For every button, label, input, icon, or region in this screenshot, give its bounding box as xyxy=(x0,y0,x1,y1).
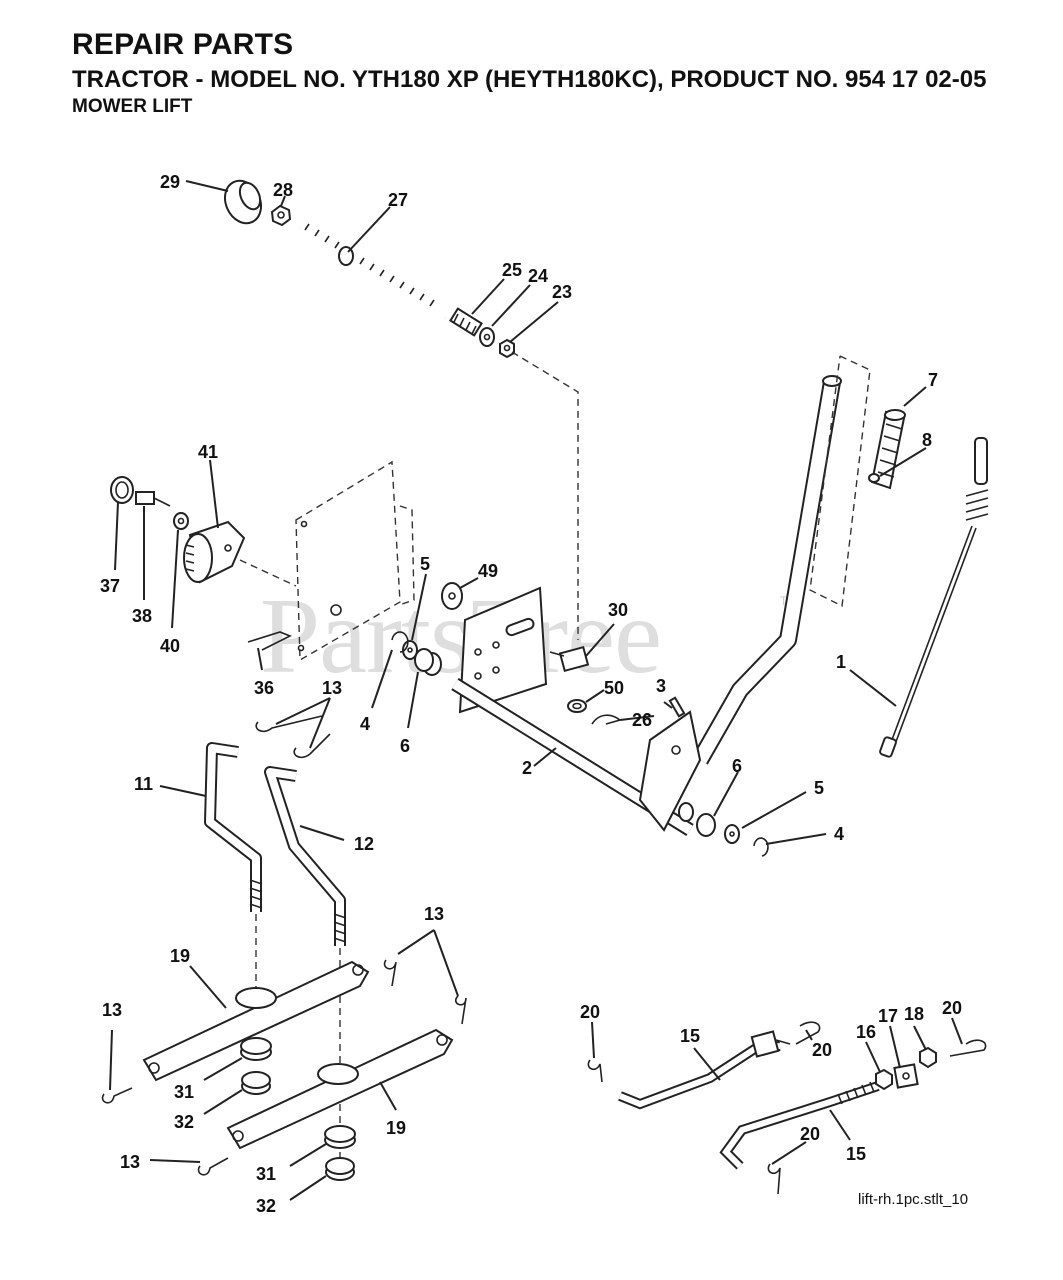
part-clip-26[interactable] xyxy=(591,714,622,725)
model-line: TRACTOR - MODEL NO. YTH180 XP (HEYTH180K… xyxy=(72,66,987,93)
part-bolt-38[interactable] xyxy=(135,491,171,507)
callout-19-lower[interactable]: 19 xyxy=(386,1118,406,1138)
callout-19-upper[interactable]: 19 xyxy=(170,946,190,966)
part-cable-1[interactable] xyxy=(879,437,989,758)
callout-6-left[interactable]: 6 xyxy=(400,736,410,756)
callout-30[interactable]: 30 xyxy=(608,600,628,620)
part-bushing-31b[interactable] xyxy=(324,1125,356,1149)
part-nut-28[interactable] xyxy=(270,204,292,227)
page-title: REPAIR PARTS xyxy=(72,28,294,61)
callout-24[interactable]: 24 xyxy=(528,266,548,286)
callout-20-d[interactable]: 20 xyxy=(800,1124,820,1144)
part-handle-knob-41[interactable] xyxy=(183,520,246,584)
callout-40[interactable]: 40 xyxy=(160,636,180,656)
part-ring-37[interactable] xyxy=(110,476,134,504)
part-washer-24[interactable] xyxy=(479,327,495,347)
callout-5-left[interactable]: 5 xyxy=(420,554,430,574)
callout-25[interactable]: 25 xyxy=(502,260,522,280)
callout-50[interactable]: 50 xyxy=(604,678,624,698)
part-lift-handle[interactable] xyxy=(638,375,842,832)
part-ring-4a[interactable] xyxy=(391,631,409,653)
callout-41[interactable]: 41 xyxy=(198,442,218,462)
part-washer-49[interactable] xyxy=(441,582,463,610)
callout-13-bottom[interactable]: 13 xyxy=(120,1152,140,1172)
callout-20-b[interactable]: 20 xyxy=(812,1040,832,1060)
callout-13-top[interactable]: 13 xyxy=(322,678,342,698)
part-lift-arm-19a[interactable] xyxy=(142,960,370,1082)
callout-31-lower[interactable]: 31 xyxy=(256,1164,276,1184)
callout-5-right[interactable]: 5 xyxy=(814,778,824,798)
part-rod-15b[interactable] xyxy=(719,1081,880,1170)
part-nut-18[interactable] xyxy=(919,1046,937,1069)
callout-32-lower[interactable]: 32 xyxy=(256,1196,276,1216)
callout-27[interactable]: 27 xyxy=(388,190,408,210)
part-ring-4b[interactable] xyxy=(753,837,769,857)
callout-8[interactable]: 8 xyxy=(922,430,932,450)
part-clip-36[interactable] xyxy=(247,631,292,651)
callout-18[interactable]: 18 xyxy=(904,1004,924,1024)
callout-23[interactable]: 23 xyxy=(552,282,572,302)
callout-20-c[interactable]: 20 xyxy=(942,998,962,1018)
section-title: MOWER LIFT xyxy=(72,96,193,117)
part-lift-plate[interactable] xyxy=(458,586,548,714)
part-block-30[interactable] xyxy=(549,645,590,673)
part-washer-5a[interactable] xyxy=(402,640,418,660)
callout-7[interactable]: 7 xyxy=(928,370,938,390)
callout-labels: 29 28 27 25 24 23 7 8 41 37 38 40 5 49 3… xyxy=(100,172,962,1216)
part-spring-25[interactable] xyxy=(449,307,483,337)
part-knob-29[interactable] xyxy=(218,175,267,229)
callout-49[interactable]: 49 xyxy=(478,561,498,581)
part-block-17[interactable] xyxy=(893,1063,919,1089)
part-rod-15a[interactable] xyxy=(618,1030,791,1110)
callout-15-upper[interactable]: 15 xyxy=(680,1026,700,1046)
callout-32-upper[interactable]: 32 xyxy=(174,1112,194,1132)
leader-lines xyxy=(109,180,963,1201)
callout-2[interactable]: 2 xyxy=(522,758,532,778)
drawing-code: lift-rh.1pc.stlt_10 xyxy=(858,1191,969,1208)
part-hairpin-13a[interactable] xyxy=(255,715,331,759)
callout-6-right[interactable]: 6 xyxy=(732,756,742,776)
callout-37[interactable]: 37 xyxy=(100,576,120,596)
callout-11[interactable]: 11 xyxy=(134,774,153,794)
part-washer-5b[interactable] xyxy=(724,824,740,844)
part-spacer-6a[interactable] xyxy=(414,648,442,676)
callout-12[interactable]: 12 xyxy=(354,834,374,854)
part-ring-8[interactable] xyxy=(868,473,880,483)
part-bushing-31a[interactable] xyxy=(240,1037,272,1061)
part-lift-arm-19b[interactable] xyxy=(226,1028,454,1150)
callout-15-lower[interactable]: 15 xyxy=(846,1144,866,1164)
part-nut-32b[interactable] xyxy=(325,1157,355,1181)
callout-3[interactable]: 3 xyxy=(656,676,666,696)
callout-17[interactable]: 17 xyxy=(878,1006,898,1026)
part-pin-3[interactable] xyxy=(668,696,686,718)
callout-31-upper[interactable]: 31 xyxy=(174,1082,194,1102)
callout-16[interactable]: 16 xyxy=(856,1022,876,1042)
part-lift-link-11[interactable] xyxy=(204,742,263,912)
callout-36[interactable]: 36 xyxy=(254,678,274,698)
callout-1[interactable]: 1 xyxy=(836,652,846,672)
part-bushing-6b[interactable] xyxy=(678,802,716,837)
part-lift-link-12[interactable] xyxy=(264,766,347,946)
callout-28[interactable]: 28 xyxy=(273,180,293,200)
callout-13-mid[interactable]: 13 xyxy=(424,904,444,924)
part-hairpins-13[interactable] xyxy=(101,959,467,1176)
part-nut-23[interactable] xyxy=(499,338,515,359)
part-grip-7[interactable] xyxy=(870,409,906,490)
part-hairpins-20[interactable] xyxy=(587,1021,987,1195)
callout-4-right[interactable]: 4 xyxy=(834,824,844,844)
callout-13-left[interactable]: 13 xyxy=(102,1000,122,1020)
callout-4-left[interactable]: 4 xyxy=(360,714,370,734)
part-washer-40[interactable] xyxy=(173,512,189,530)
callout-26[interactable]: 26 xyxy=(632,710,652,730)
callout-20-a[interactable]: 20 xyxy=(580,1002,600,1022)
callout-29[interactable]: 29 xyxy=(160,172,180,192)
part-threaded-rod-27[interactable] xyxy=(298,223,447,320)
part-nut-16[interactable] xyxy=(875,1068,893,1091)
part-washer-50[interactable] xyxy=(567,699,587,713)
callout-38[interactable]: 38 xyxy=(132,606,152,626)
part-nut-32a[interactable] xyxy=(241,1071,271,1095)
